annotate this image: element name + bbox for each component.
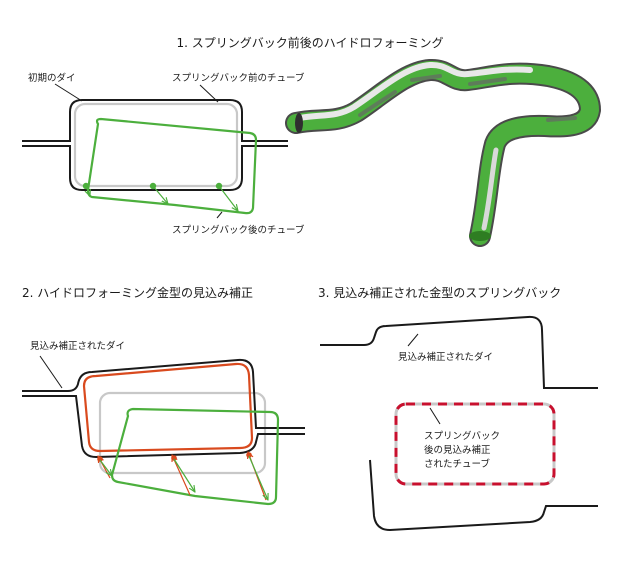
section2-springback-arrows	[99, 455, 268, 500]
label-compensated-die-3: 見込み補正されたダイ	[398, 351, 493, 363]
label-final-tube-2: 後の見込み補正	[424, 444, 491, 456]
label-final-tube-1: スプリングバック	[424, 430, 500, 442]
section2-tube-before	[98, 391, 267, 475]
section3-compensated-die	[320, 315, 598, 532]
hydroformed-part-illustration	[285, 59, 601, 247]
final-tube-gray	[394, 402, 556, 486]
final-tube-dashed	[394, 402, 556, 486]
section2-leader	[39, 355, 63, 389]
label-final-tube-3: されたチューブ	[424, 458, 490, 470]
section3-tube-leader	[429, 407, 441, 425]
section2-tube-after	[110, 407, 280, 506]
tube-after-outline	[86, 117, 258, 215]
section3-leader	[407, 333, 419, 347]
label-tube-after: スプリングバック後のチューブ	[172, 224, 305, 236]
compensated-tube-outline	[82, 362, 254, 453]
label-compensated-die-2: 見込み補正されたダイ	[30, 340, 125, 352]
initial-die-outline	[22, 99, 288, 191]
tube-before-outline	[73, 102, 239, 188]
springback-arrows	[82, 182, 238, 211]
compensated-die-outline	[22, 358, 305, 459]
section1-title: 1. スプリングバック前後のハイドロフォーミング	[176, 35, 443, 50]
section1-leaders	[54, 83, 223, 219]
section3-title: 3. 見込み補正された金型のスプリングバック	[318, 285, 561, 300]
label-initial-die: 初期のダイ	[28, 72, 76, 84]
section2-title: 2. ハイドロフォーミング金型の見込み補正	[22, 285, 253, 300]
label-tube-before: スプリングバック前のチューブ	[172, 72, 305, 84]
